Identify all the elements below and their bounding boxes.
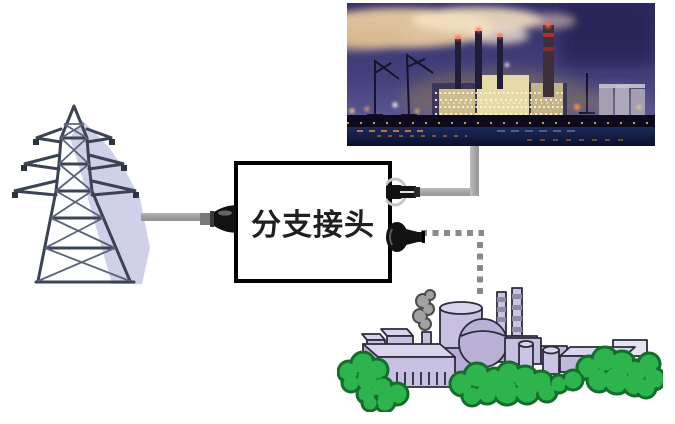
water-reflections — [347, 122, 655, 141]
tower-lattice — [13, 104, 137, 284]
stack-smoke — [412, 289, 436, 331]
thermal-power-plant-photo — [347, 3, 655, 146]
cable-box-to-plant-horizontal — [420, 188, 479, 196]
dotted-cable-vertical — [477, 242, 483, 294]
tower-braces — [37, 123, 131, 282]
dotted-cable-horizontal — [421, 230, 484, 236]
cable-connector-bottom-right-icon — [386, 222, 425, 252]
reactor-dome — [458, 318, 508, 368]
transmission-tower — [12, 104, 150, 284]
bushes — [337, 345, 663, 412]
cable-tower-to-box — [141, 213, 207, 221]
junction-box-label: 分支接头 — [251, 209, 375, 242]
tower-insulators — [12, 139, 139, 198]
silos — [585, 84, 645, 117]
scattered-lights — [349, 63, 641, 114]
nuclear-power-plant — [337, 287, 663, 412]
striped-chimneys — [496, 287, 523, 337]
junction-box: 分支接头 — [234, 161, 392, 283]
cable-box-to-plant-vertical — [470, 146, 479, 196]
lit-buildings — [435, 75, 565, 117]
cable-connector-left-icon — [200, 205, 236, 233]
chimneys — [455, 22, 554, 97]
cable-connector-top-right-icon — [386, 177, 420, 207]
